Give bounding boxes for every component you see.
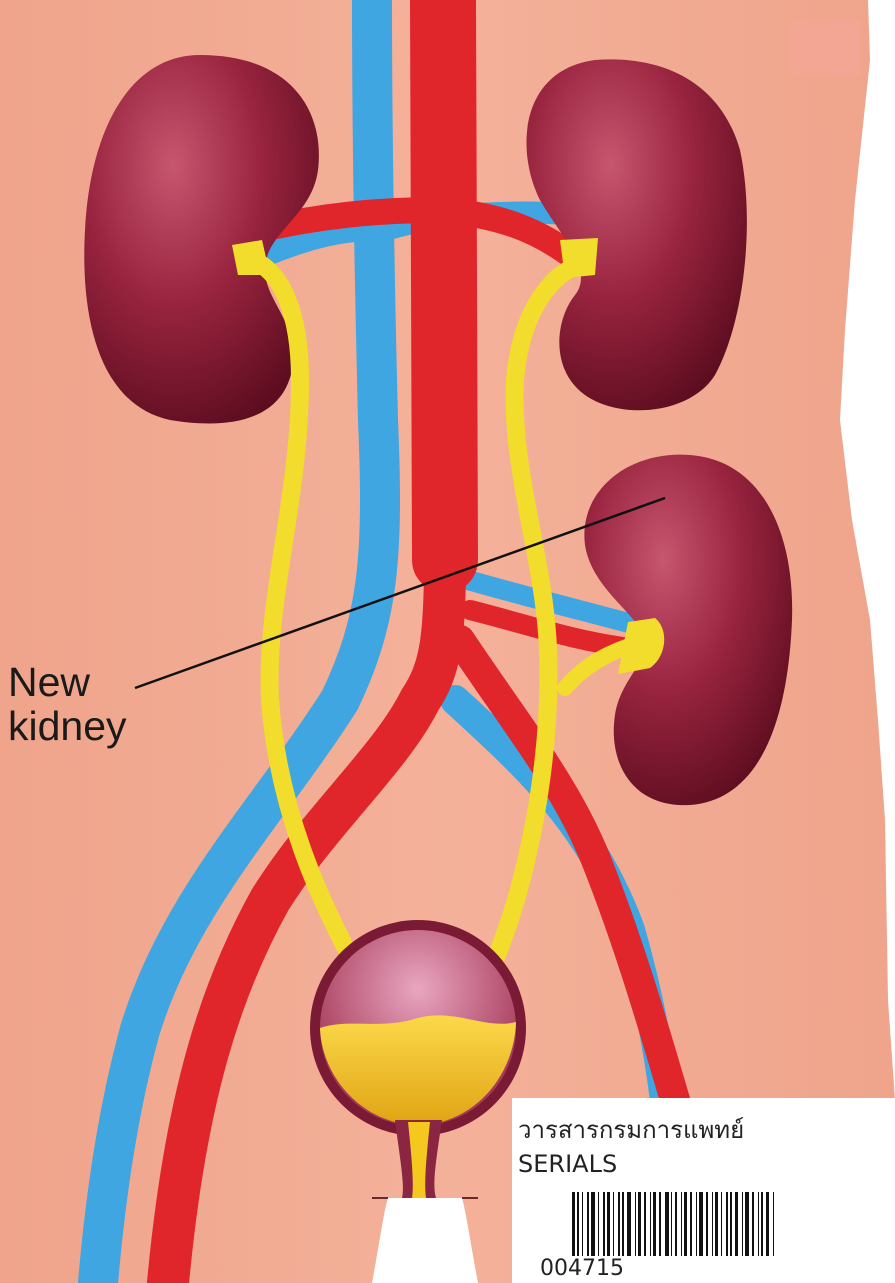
sticker-number: 004715 [540, 1256, 624, 1281]
barcode-bar [752, 1192, 754, 1256]
barcode-bar [603, 1192, 605, 1256]
barcode-bar [591, 1192, 595, 1256]
barcode-bar [735, 1192, 738, 1256]
barcode-icon [572, 1192, 895, 1256]
label-line-2: kidney [8, 704, 127, 748]
barcode-bar [627, 1192, 631, 1256]
barcode-bar [715, 1192, 718, 1256]
barcode-bar [742, 1192, 743, 1256]
barcode-bar [659, 1192, 661, 1256]
new-kidney-label: New kidney [8, 660, 127, 748]
barcode-bar [618, 1192, 620, 1256]
barcode-bar [721, 1192, 722, 1256]
barcode-bar [587, 1192, 589, 1256]
barcode-bar [665, 1192, 669, 1256]
barcode-bar [684, 1192, 687, 1256]
barcode-bar [696, 1192, 697, 1256]
barcode-bar [613, 1192, 614, 1256]
label-line-1: New [8, 660, 127, 704]
barcode-bar [758, 1192, 759, 1256]
barcode-bar [577, 1192, 579, 1256]
barcode-bar [598, 1192, 599, 1256]
barcode-bar [572, 1192, 575, 1256]
barcode-bar [681, 1192, 682, 1256]
barcode-bar [726, 1192, 728, 1256]
barcode-bar [635, 1192, 636, 1256]
barcode-bar [773, 1192, 774, 1256]
right-hilum [560, 238, 598, 278]
barcode-bar [690, 1192, 692, 1256]
barcode-bar [761, 1192, 763, 1256]
sticker-serials-text: SERIALS [518, 1150, 617, 1178]
barcode-bar [650, 1192, 651, 1256]
barcode-bar [745, 1192, 749, 1256]
sticker-thai-title: วารสารกรมการแพทย์ [518, 1110, 744, 1149]
barcode-bar [622, 1192, 624, 1256]
barcode-bar [730, 1192, 732, 1256]
barcode-bar [675, 1192, 677, 1256]
barcode-bar [607, 1192, 610, 1256]
barcode-bar [582, 1192, 583, 1256]
body-patch [790, 20, 860, 75]
groin-opening [372, 1198, 478, 1283]
barcode-bar [706, 1192, 708, 1256]
barcode-bar [766, 1192, 769, 1256]
library-serials-sticker: วารสารกรมการแพทย์ SERIALS 004715 [512, 1098, 895, 1283]
barcode-bar [712, 1192, 713, 1256]
barcode-bar [671, 1192, 672, 1256]
barcode-bar [699, 1192, 703, 1256]
barcode-bar [638, 1192, 641, 1256]
barcode-bar [653, 1192, 656, 1256]
barcode-bar [644, 1192, 646, 1256]
